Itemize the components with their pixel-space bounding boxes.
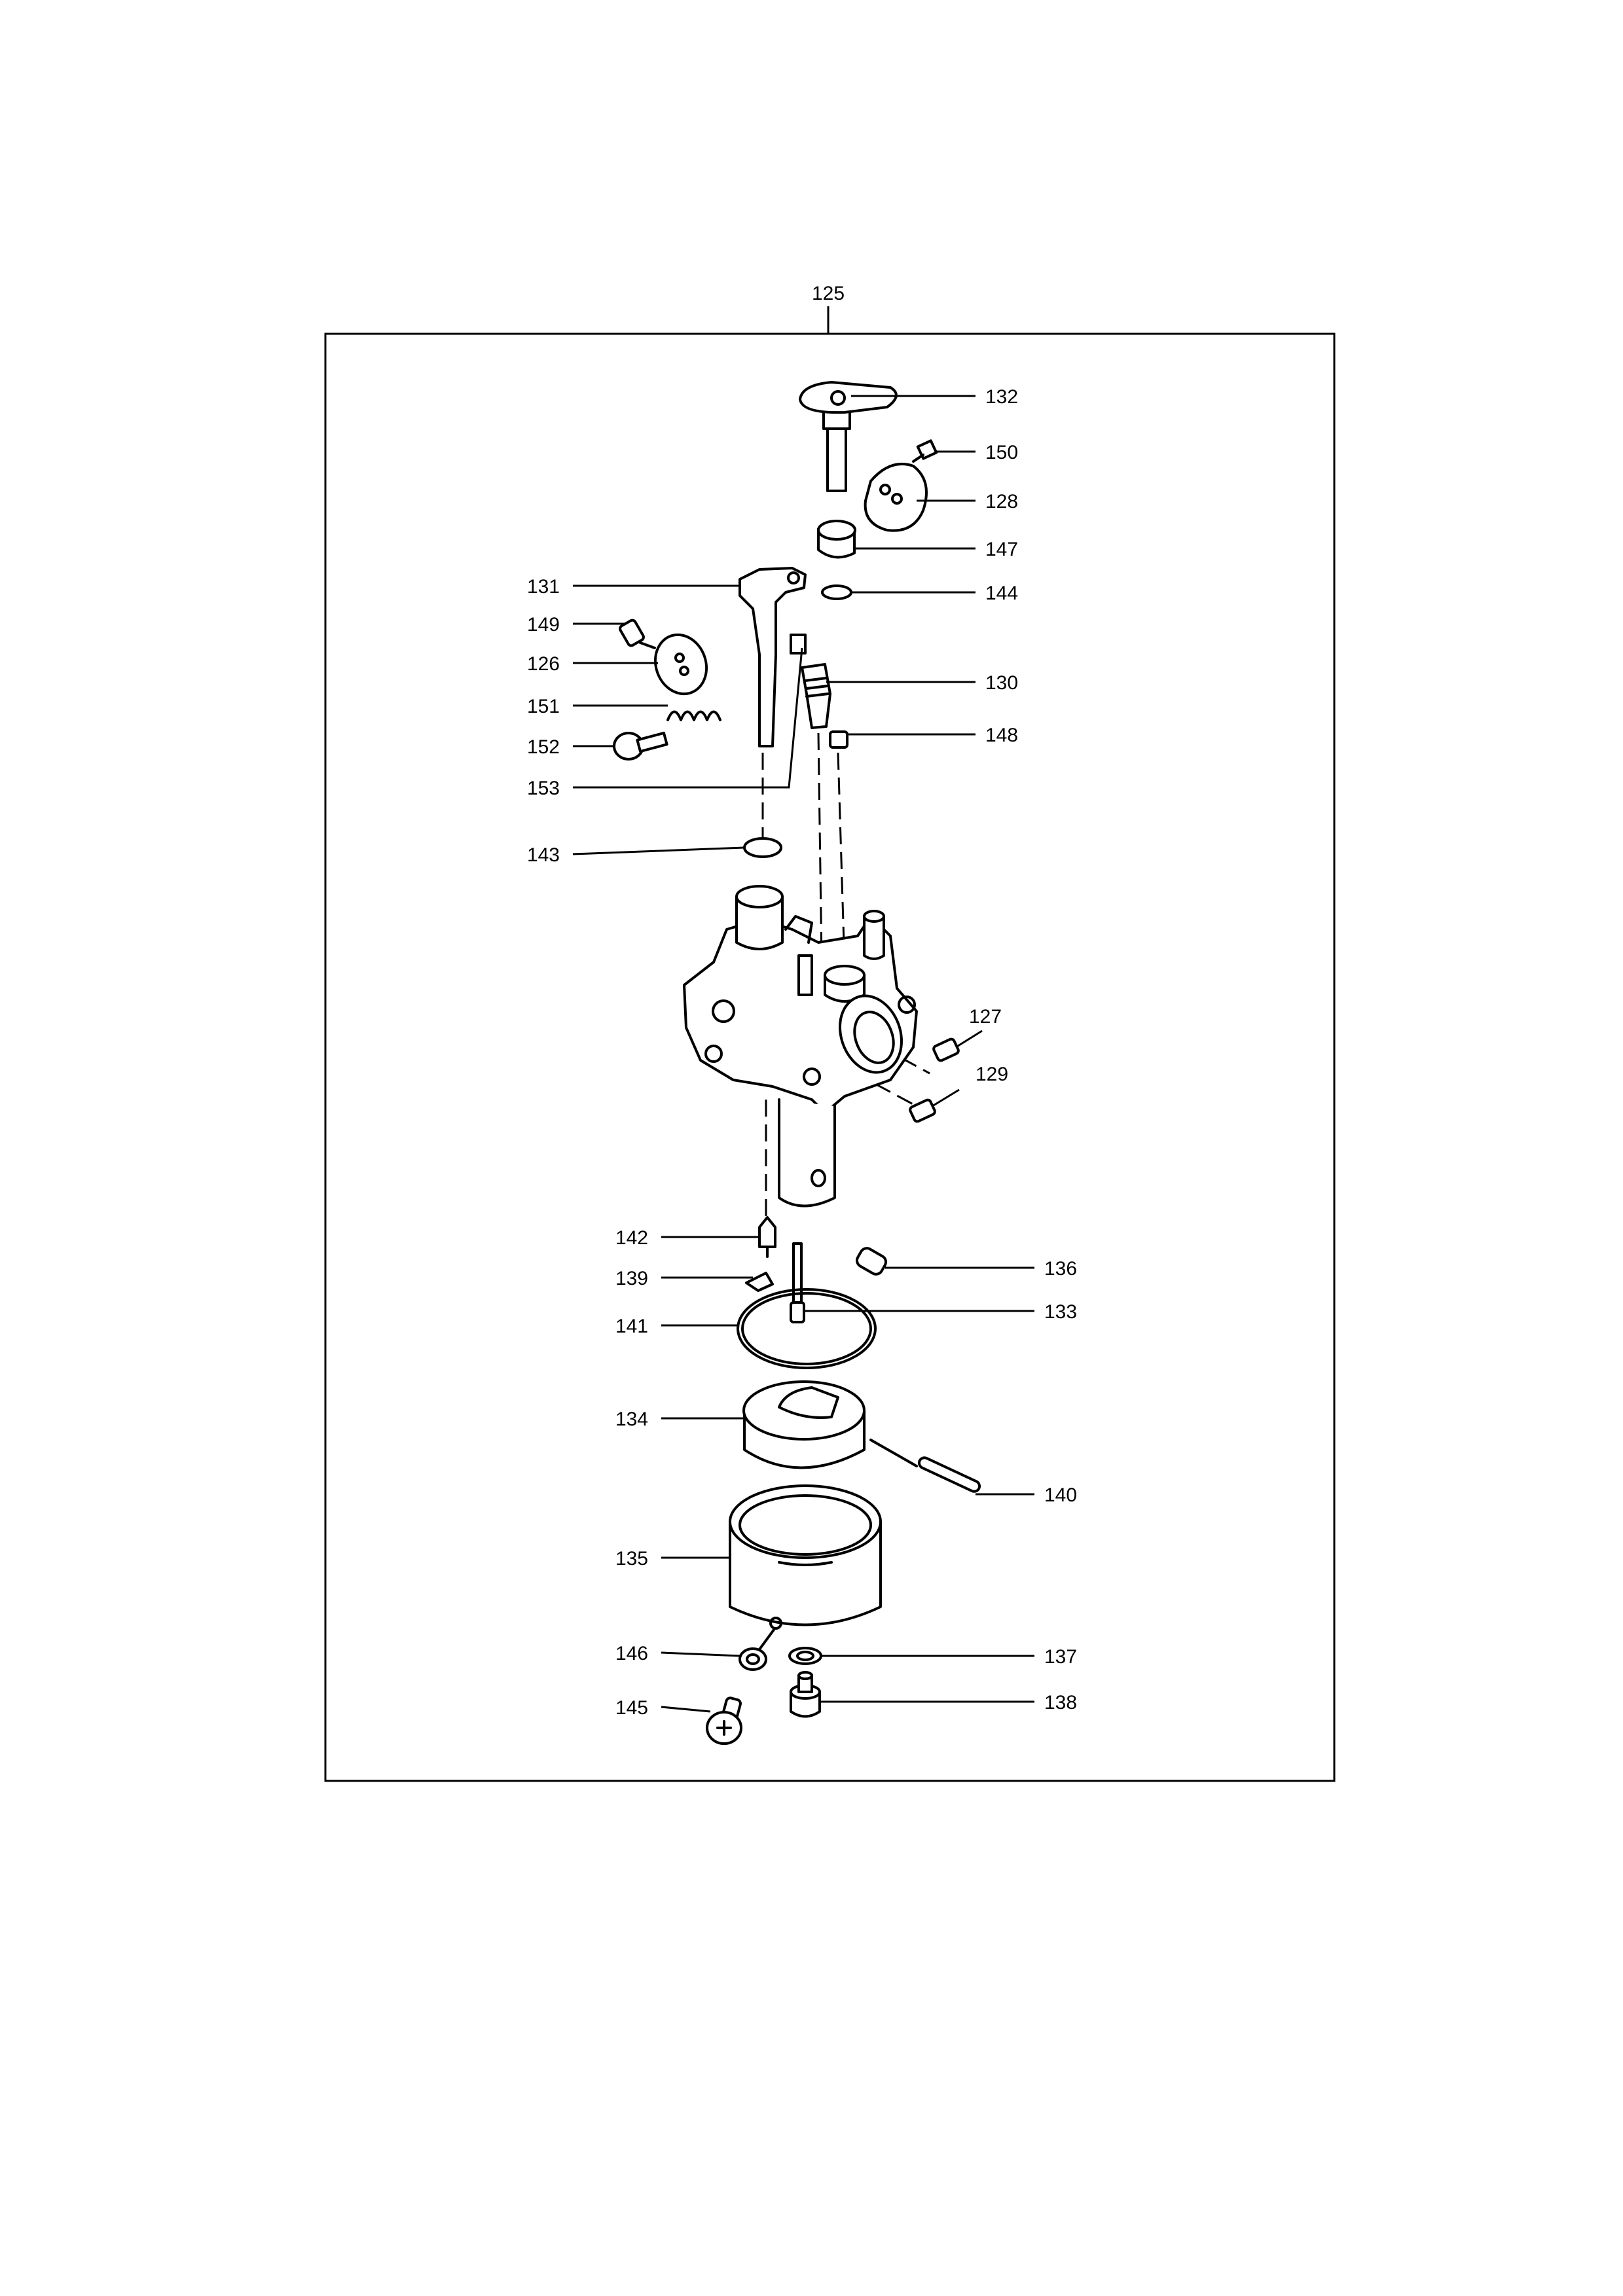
align-line-b	[817, 732, 823, 963]
callout-143: 143	[527, 844, 560, 866]
callout-125: 125	[812, 283, 845, 304]
callout-152: 152	[527, 736, 560, 758]
leader-143	[572, 846, 745, 855]
callout-132: 132	[985, 386, 1018, 408]
callout-129: 129	[976, 1064, 1008, 1085]
callout-136: 136	[1044, 1258, 1077, 1280]
callout-126: 126	[527, 653, 560, 675]
callout-127: 127	[969, 1006, 1002, 1028]
leader-153	[573, 647, 803, 789]
part-130-idle-screw	[801, 663, 831, 729]
callout-149: 149	[527, 614, 560, 636]
callout-137: 137	[1044, 1646, 1077, 1668]
part-152-screw	[613, 731, 668, 761]
assembly-frame	[324, 332, 1336, 1782]
part-134-float	[742, 1380, 866, 1469]
callout-150: 150	[985, 442, 1018, 463]
part-140-pin	[869, 1439, 981, 1493]
callout-131: 131	[527, 576, 560, 598]
leader-145	[661, 1706, 711, 1713]
part-149-screw	[619, 619, 656, 649]
callout-153: 153	[527, 778, 560, 799]
part-127-screw	[932, 1037, 960, 1062]
callout-138: 138	[1044, 1692, 1077, 1713]
part-133-main-jet	[790, 1242, 805, 1323]
part-126-throttle-plate	[653, 633, 708, 696]
part-145-screw	[706, 1696, 742, 1745]
part-129-screw	[909, 1098, 936, 1123]
callout-145: 145	[615, 1697, 648, 1719]
part-141-gasket-inner	[741, 1292, 872, 1365]
part-147-collar	[817, 520, 856, 559]
part-144-o-ring	[821, 584, 852, 600]
callout-141: 141	[615, 1316, 648, 1337]
callout-130: 130	[985, 672, 1018, 694]
callout-144: 144	[985, 583, 1018, 604]
part-139-clip	[745, 1272, 774, 1292]
part-143-o-ring	[743, 837, 782, 858]
part-137-washer	[788, 1647, 822, 1665]
callout-151: 151	[527, 696, 560, 717]
part-142-needle-valve	[758, 1216, 776, 1258]
part-135-float-bowl	[729, 1484, 882, 1630]
callout-140: 140	[1044, 1484, 1077, 1506]
part-136-screw	[855, 1247, 888, 1276]
callout-128: 128	[985, 491, 1018, 512]
part-141-gasket	[737, 1288, 877, 1369]
callout-135: 135	[615, 1548, 648, 1570]
part-138-bolt	[790, 1671, 821, 1718]
leader-129	[932, 1088, 960, 1107]
leader-127	[955, 1030, 983, 1049]
part-128-choke-plate	[864, 462, 928, 532]
callout-134: 134	[615, 1408, 648, 1430]
callout-139: 139	[615, 1268, 648, 1289]
part-151-spring	[666, 710, 721, 721]
callout-148: 148	[985, 725, 1018, 746]
part-carburetor-body	[683, 885, 918, 1208]
callout-142: 142	[615, 1227, 648, 1249]
align-line-c	[837, 752, 846, 966]
callout-147: 147	[985, 539, 1018, 560]
callout-133: 133	[1044, 1301, 1077, 1323]
part-148-cap	[829, 730, 848, 749]
leader-146	[661, 1651, 740, 1657]
part-150-screw	[912, 439, 938, 463]
part-146-washer	[739, 1628, 775, 1671]
part-132-choke-shaft	[799, 381, 898, 492]
part-131-throttle-shaft	[739, 567, 807, 747]
part-153-clip	[790, 634, 807, 655]
callout-146: 146	[615, 1643, 648, 1664]
